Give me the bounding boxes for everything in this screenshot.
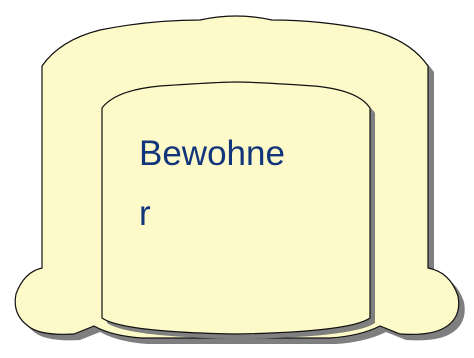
armchair-seat	[101, 81, 371, 335]
seat-label-line-2: r	[139, 194, 151, 233]
seat-label-line-1: Bewohne	[139, 134, 285, 173]
